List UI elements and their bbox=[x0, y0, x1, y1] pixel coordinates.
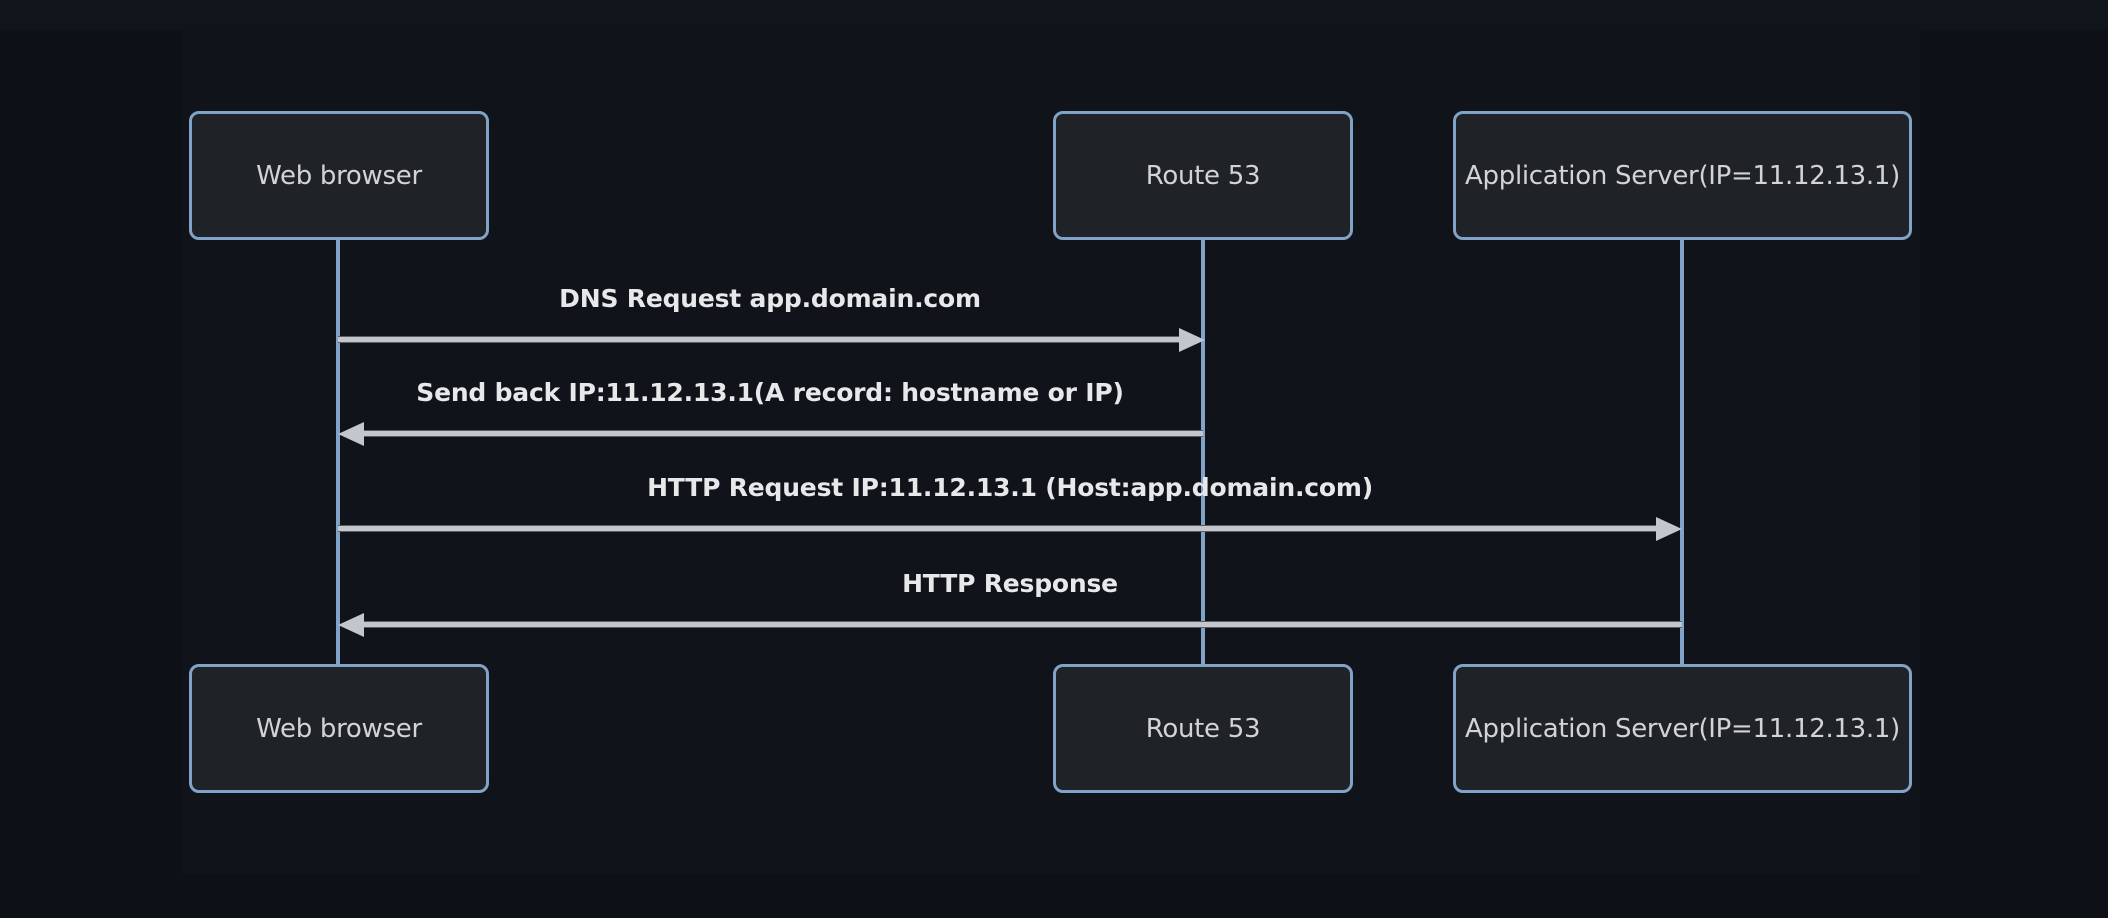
message-label-http-request: HTTP Request IP:11.12.13.1 (Host:app.dom… bbox=[647, 473, 1373, 502]
actor-box-web-browser-top: Web browser bbox=[189, 111, 489, 240]
message-label-send-back-ip: Send back IP:11.12.13.1(A record: hostna… bbox=[416, 378, 1124, 407]
actor-label-web-browser: Web browser bbox=[256, 160, 422, 191]
actor-label-web-browser: Web browser bbox=[256, 713, 422, 744]
message-line-dns-request bbox=[338, 336, 1179, 343]
actor-label-route-53: Route 53 bbox=[1145, 160, 1261, 191]
lifeline-app-server bbox=[1680, 240, 1684, 664]
actor-box-app-server-top: Application Server(IP=11.12.13.1) bbox=[1453, 111, 1912, 240]
actor-label-app-server: Application Server(IP=11.12.13.1) bbox=[1465, 160, 1900, 191]
message-line-send-back-ip bbox=[364, 430, 1203, 437]
message-label-dns-request: DNS Request app.domain.com bbox=[559, 284, 981, 313]
message-line-http-request bbox=[338, 525, 1656, 532]
arrowhead-right-icon bbox=[1656, 517, 1682, 541]
actor-label-route-53: Route 53 bbox=[1145, 713, 1261, 744]
actor-box-route-53-top: Route 53 bbox=[1053, 111, 1353, 240]
actor-box-app-server-bottom: Application Server(IP=11.12.13.1) bbox=[1453, 664, 1912, 793]
arrowhead-right-icon bbox=[1179, 328, 1205, 352]
background-top-strip bbox=[0, 0, 2108, 30]
lifeline-route-53 bbox=[1201, 240, 1205, 664]
actor-label-app-server: Application Server(IP=11.12.13.1) bbox=[1465, 713, 1900, 744]
actor-box-web-browser-bottom: Web browser bbox=[189, 664, 489, 793]
arrowhead-left-icon bbox=[338, 613, 364, 637]
lifeline-web-browser bbox=[336, 240, 340, 664]
message-label-http-response: HTTP Response bbox=[902, 569, 1118, 598]
actor-box-route-53-bottom: Route 53 bbox=[1053, 664, 1353, 793]
arrowhead-left-icon bbox=[338, 422, 364, 446]
message-line-http-response bbox=[364, 621, 1682, 628]
